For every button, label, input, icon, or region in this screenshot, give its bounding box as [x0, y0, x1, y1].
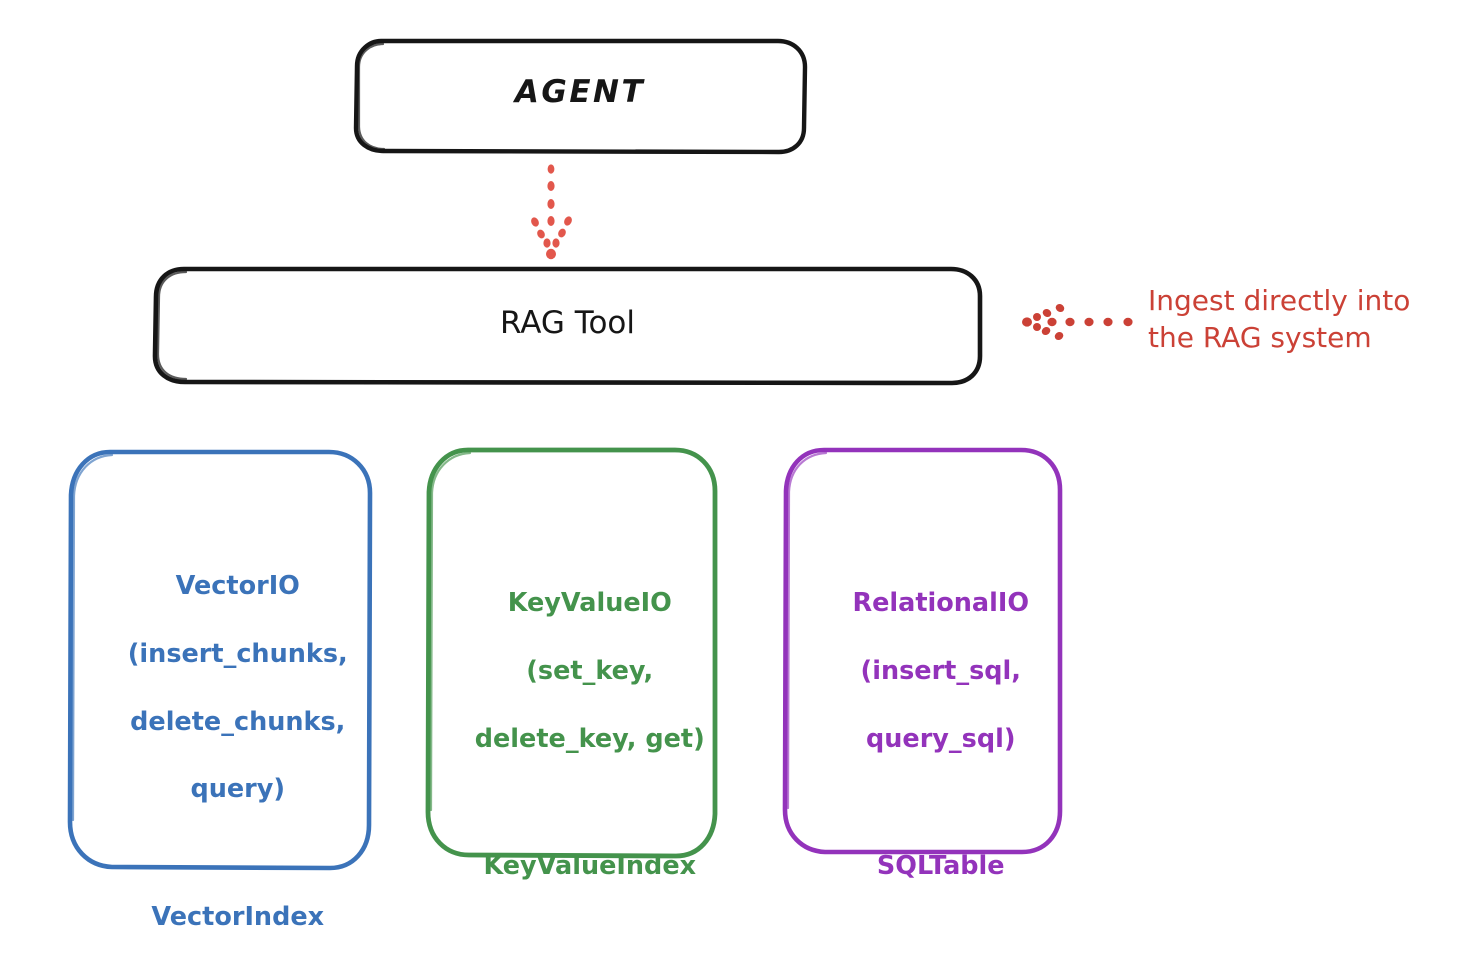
- vectorio-line-3: delete_chunks,: [130, 706, 346, 737]
- vector-store-node-label: VectorIO (insert_chunks, delete_chunks, …: [70, 536, 370, 969]
- vectorio-line-4: query): [190, 774, 286, 805]
- ingest-arrow: [1022, 304, 1133, 340]
- agent-to-rag-arrow: [531, 164, 572, 260]
- relationalio-line-1: RelationalIO: [852, 587, 1030, 618]
- relationalio-line-2: (insert_sql,: [860, 655, 1021, 686]
- agent-node-label: AGENT: [514, 74, 646, 110]
- diagram-canvas: AGENT RAG Tool VectorIO (insert_chunks, …: [67, 38, 1411, 933]
- rag-tool-node-label: RAG Tool: [499, 305, 636, 341]
- keyvalueio-line-1: KeyValueIO: [507, 587, 672, 618]
- relationalio-spacer: [785, 790, 1061, 816]
- vectorio-line-1: VectorIO: [175, 570, 300, 601]
- ingest-annotation-label: Ingest directly into the RAG system: [1148, 284, 1411, 354]
- relational-store-node-label: RelationalIO (insert_sql, query_sql) SQL…: [785, 553, 1061, 918]
- keyvalue-store-node-label: KeyValueIO (set_key, delete_key, get) Ke…: [428, 553, 716, 918]
- keyvalueindex-label: KeyValueIndex: [483, 851, 697, 882]
- keyvalueio-line-2: (set_key,: [526, 655, 654, 686]
- vectorio-spacer: [70, 841, 370, 867]
- vectorio-line-2: (insert_chunks,: [127, 638, 348, 669]
- sqltable-label: SQLTable: [876, 851, 1005, 882]
- relationalio-line-3: query_sql): [866, 723, 1016, 754]
- vectorindex-label: VectorIndex: [151, 902, 325, 933]
- keyvalueio-spacer: [428, 790, 716, 816]
- keyvalueio-line-3: delete_key, get): [474, 723, 705, 754]
